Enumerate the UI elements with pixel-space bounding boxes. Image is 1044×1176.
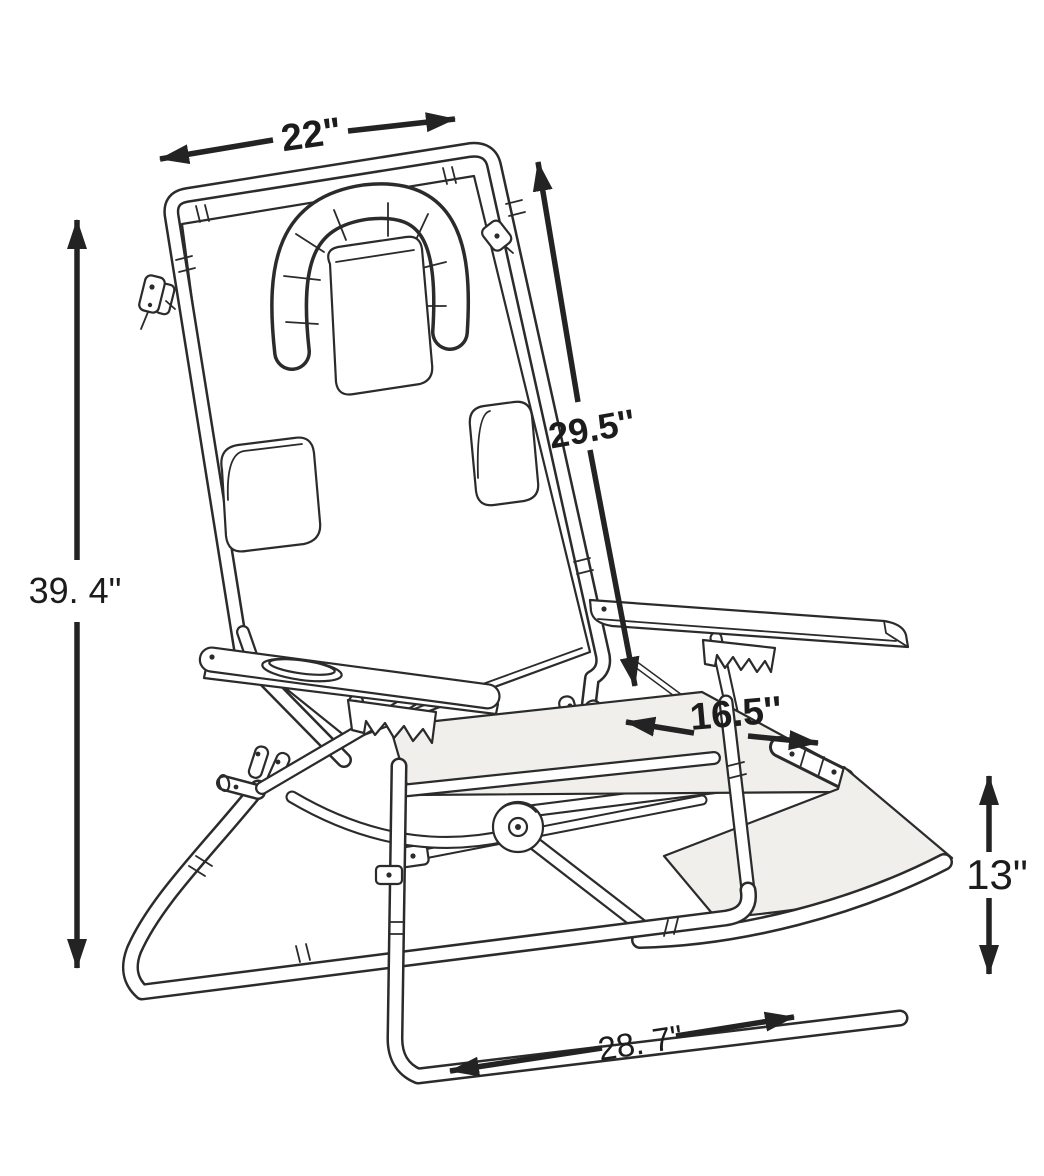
hook-rack-right <box>701 638 777 674</box>
armrest-right-plank <box>588 598 910 649</box>
frame-clip-left <box>138 274 176 330</box>
dim-footrest-height: 13" <box>966 775 1028 975</box>
dim-overall-height: 39. 4" <box>29 219 122 969</box>
dim-backrest-length-label: 29.5'' <box>545 401 638 457</box>
headrest-pillow <box>284 201 451 396</box>
pivot-lug <box>247 745 270 779</box>
dim-frame-width-label: 22" <box>279 110 345 160</box>
scissor-pivot-disc <box>491 800 545 854</box>
leg-frame-and-seat <box>130 690 954 1076</box>
hand-cutout-left <box>220 436 322 553</box>
base-rail-rear <box>130 788 748 992</box>
dim-footrest-height-label: 13" <box>966 851 1028 898</box>
armrest-left-assembly <box>198 632 501 792</box>
dim-base-length-label: 28. 7" <box>595 1018 685 1068</box>
dimension-annotations: 22" 39. 4" 29.5'' 16.5'' 13" 28. 7" <box>29 110 1028 1077</box>
tube-ticks <box>188 761 747 963</box>
dim-overall-height-label: 39. 4" <box>29 570 122 611</box>
dim-seat-depth-label: 16.5'' <box>688 689 783 739</box>
frame-clip-right <box>481 219 514 254</box>
headrest-center-pad <box>327 235 434 396</box>
cup-holder <box>261 657 343 683</box>
backrest <box>138 150 612 760</box>
dim-seat-depth: 16.5'' <box>625 689 819 751</box>
dim-frame-width: 22" <box>159 110 456 165</box>
hook-rack-left <box>346 698 438 745</box>
footrest-hinge-rolls <box>780 747 844 779</box>
hand-cutout-right <box>468 400 540 507</box>
